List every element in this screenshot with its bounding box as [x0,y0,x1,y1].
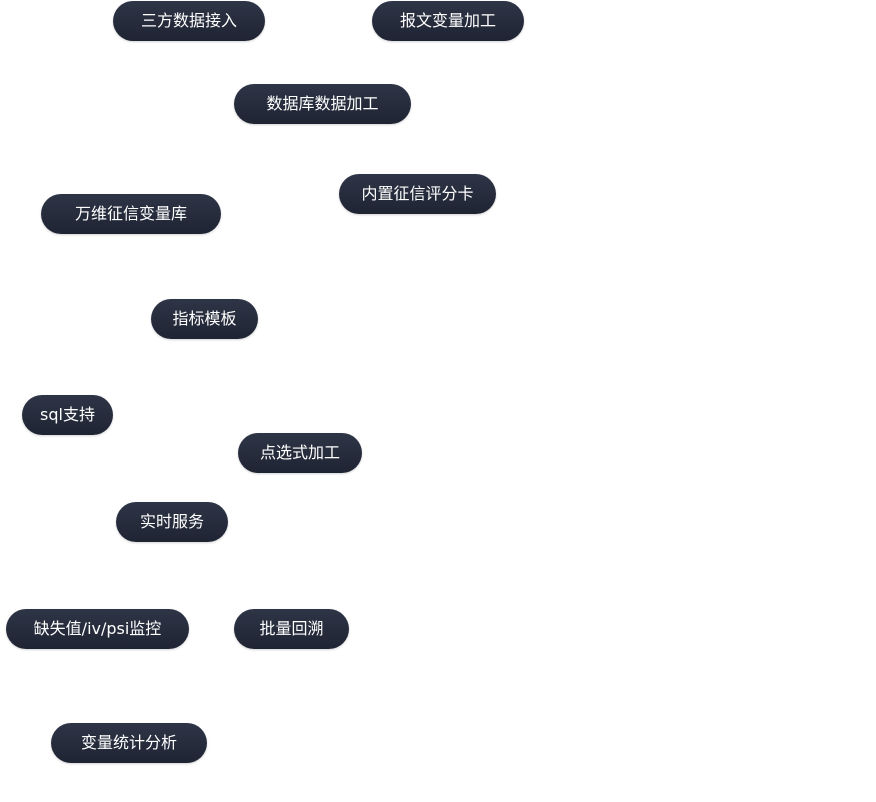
tag-database-data-processing[interactable]: 数据库数据加工 [234,84,411,124]
tag-indicator-template[interactable]: 指标模板 [151,299,258,339]
tag-wanwei-credit-variable-lib[interactable]: 万维征信变量库 [41,194,221,234]
tag-click-select-processing[interactable]: 点选式加工 [238,433,362,473]
tag-variable-statistics-analysis[interactable]: 变量统计分析 [51,723,207,763]
tag-sql-support[interactable]: sql支持 [22,395,113,435]
tag-third-party-data-access[interactable]: 三方数据接入 [113,1,265,41]
tag-builtin-credit-scorecard[interactable]: 内置征信评分卡 [339,174,496,214]
tag-message-variable-processing[interactable]: 报文变量加工 [372,1,524,41]
tag-batch-backtracking[interactable]: 批量回溯 [234,609,349,649]
tag-missing-iv-psi-monitoring[interactable]: 缺失值/iv/psi监控 [6,609,189,649]
tag-realtime-service[interactable]: 实时服务 [116,502,228,542]
